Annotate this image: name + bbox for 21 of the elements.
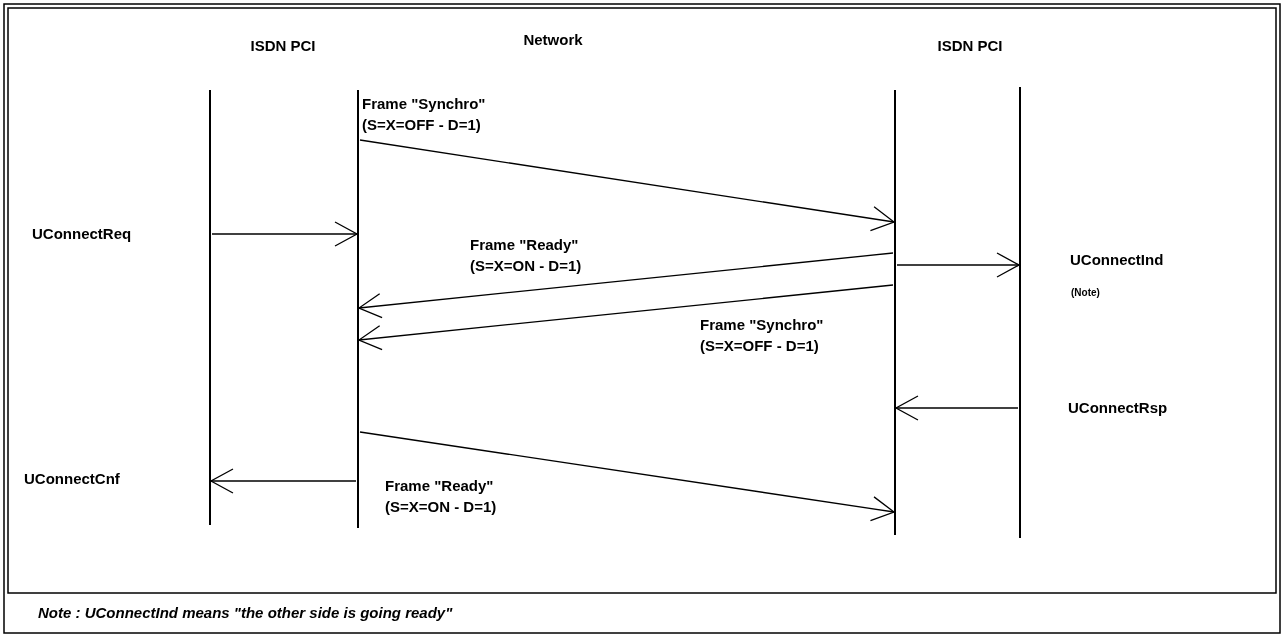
lifeline-heading: Network	[523, 31, 583, 48]
message-arrow	[358, 284, 894, 351]
message-arrow	[895, 395, 1019, 421]
message-arrow	[210, 468, 357, 494]
primitive-label: UConnectRsp	[1068, 399, 1168, 416]
message-arrow	[896, 252, 1020, 278]
footnote: Note : UConnectInd means "the other side is going ready"	[38, 604, 453, 621]
primitive-label: UConnectReq	[32, 225, 132, 242]
primitive-label: UConnectCnf	[24, 470, 120, 487]
lifeline-heading: ISDN PCI	[250, 37, 316, 54]
primitive-label: UConnectInd	[1070, 251, 1164, 268]
message-arrow	[358, 252, 894, 319]
lifeline	[357, 90, 359, 528]
note-reference: (Note)	[1071, 287, 1100, 298]
lifeline-heading: ISDN PCI	[937, 37, 1003, 54]
lifeline	[894, 90, 896, 535]
message-arrow	[211, 221, 358, 247]
lifeline	[209, 90, 211, 525]
message-arrow	[359, 139, 895, 232]
message-arrow	[359, 431, 895, 522]
lifeline	[1019, 87, 1021, 538]
